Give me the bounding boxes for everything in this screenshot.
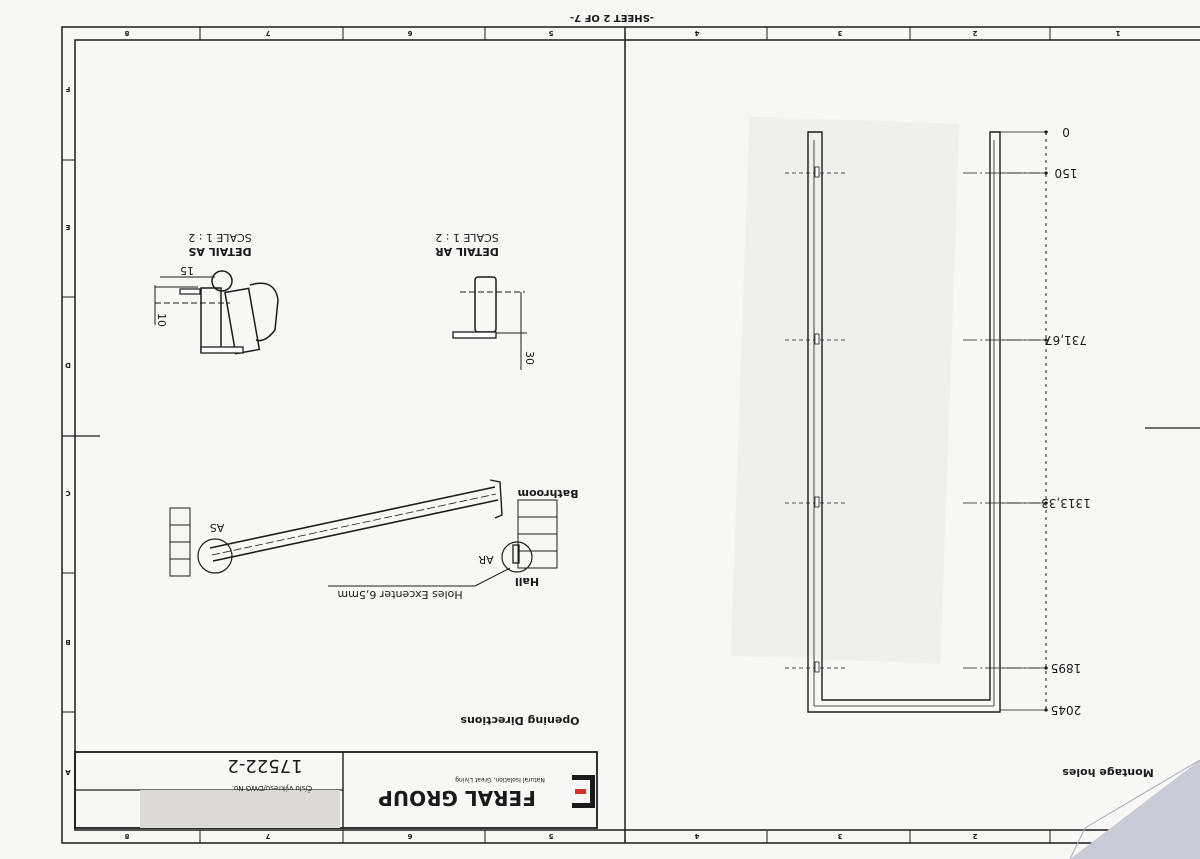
zone-row-label: C [65,489,70,497]
dimension-2045: 2045 [1051,703,1082,717]
zone-column-label: 3 [837,832,842,840]
zone-column-label: 6 [407,832,412,840]
page-fold [1070,760,1200,859]
zone-column-label: 2 [972,832,977,840]
company-tagline: Natural Isolation, Great Living [455,776,545,783]
dimension-150: 150 [1055,166,1078,180]
zone-row-label: E [65,223,70,231]
zone-column-label: 7 [265,832,270,840]
detail-ar-scale: SCALE 1 : 2 [435,231,498,244]
montage-dimensions: 0 150 731,67 1313,33 1895 2045 [1041,125,1091,717]
zone-column-label: 4 [694,29,699,37]
zone-column-label: 5 [548,832,553,840]
opening-directions-heading: Opening Directions [460,714,580,727]
zone-column-label: 3 [837,29,842,37]
montage-holes-heading: Montage holes [1062,766,1154,779]
bathroom-label: Bathroom [518,487,579,500]
zone-column-label: 5 [548,29,553,37]
detail-as-title: DETAIL AS [188,245,251,258]
dimension-0: 0 [1062,125,1070,139]
ar-callout: AR [478,553,494,566]
detail-as-dim-10: 10 [155,313,168,327]
zone-column-label: 6 [407,29,412,37]
zone-row-label: A [65,768,71,776]
zone-column-label: 2 [972,29,977,37]
outer-border [61,26,1200,844]
feral-logo [572,775,595,808]
zone-column-label: 8 [124,832,129,840]
inner-border [74,39,1200,831]
redacted-area [140,790,340,828]
detail-as: SCALE 1 : 2 DETAIL AS 15 10 [154,231,279,355]
zone-column-label: 8 [124,29,129,37]
zone-labels: 8877665544332211FEDCBA [65,29,1121,840]
hall-label: Hall [515,575,539,588]
detail-as-scale: SCALE 1 : 2 [188,231,251,244]
title-block: FERAL GROUP Natural Isolation, Great Liv… [74,751,598,829]
zone-column-label: 7 [265,29,270,37]
zone-column-label: 4 [694,832,699,840]
dwg-number: 17522-2 [227,755,302,776]
dimension-731-67: 731,67 [1045,333,1087,347]
dimension-1895: 1895 [1051,661,1082,675]
zone-row-label: F [65,85,70,93]
dwg-number-label: Číslo výkresu/DWG No. [232,784,312,793]
zone-row-label: B [65,638,70,646]
detail-ar-title: DETAIL AR [435,245,499,258]
zone-column-label: 1 [1115,29,1120,37]
holes-note: Holes Excenter 6,5mm [337,588,462,601]
montage-frame: 0 150 731,67 1313,33 1895 2045 Montage h… [785,125,1154,779]
detail-ar-dim-30: 30 [523,351,536,365]
zone-dividers [62,27,1051,843]
zone-row-label: D [65,361,71,369]
opening-plan: Bathroom Hall AR AS Holes Excenter 6,5mm… [169,479,580,727]
dimension-1313-33: 1313,33 [1041,496,1091,510]
company-name: FERAL GROUP [378,786,536,810]
detail-ar: SCALE 1 : 2 DETAIL AR 30 [435,231,536,370]
tape-overlay [730,116,960,664]
detail-as-dim-15: 15 [180,264,194,277]
sheet-label: -SHEET 2 OF 7- [570,12,654,23]
as-callout: AS [210,521,225,534]
